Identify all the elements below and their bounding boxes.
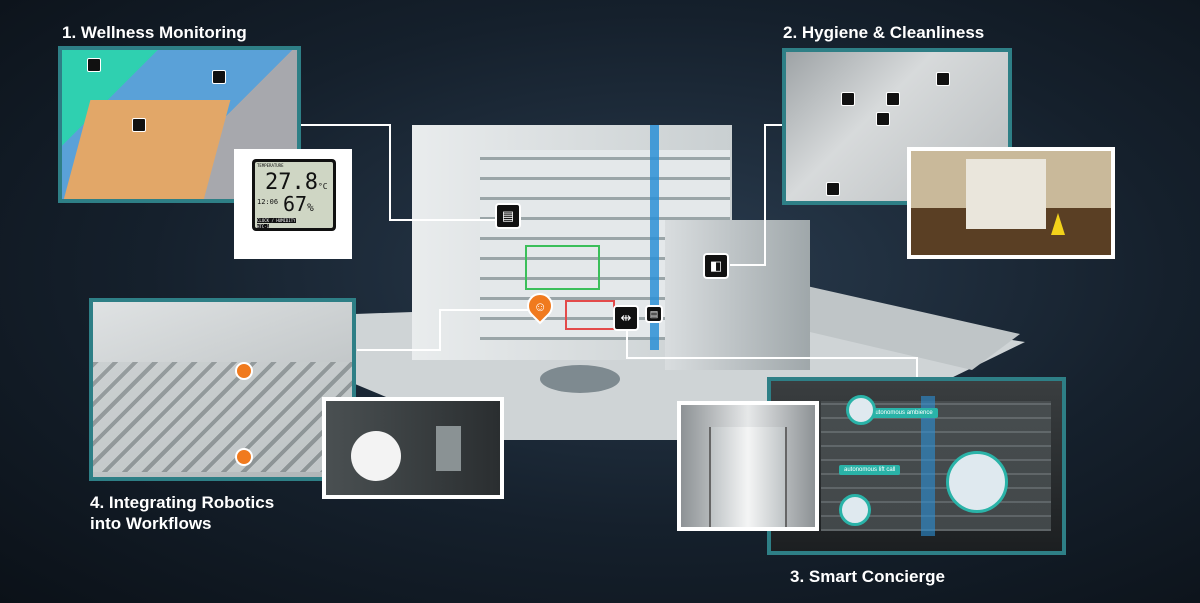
sensor-icon — [87, 58, 101, 72]
robot-pin-icon — [235, 448, 253, 466]
autonomous-lift-call-tag: autonomous lift call — [839, 465, 901, 475]
sensor-icon — [212, 70, 226, 84]
robotics-panel — [89, 298, 356, 481]
wellness-panel — [58, 46, 301, 203]
sensor-icon[interactable]: ▤ — [495, 203, 521, 229]
restroom-photo — [907, 147, 1115, 259]
restroom-icon[interactable]: ◧ — [703, 253, 729, 279]
section-title-wellness: 1. Wellness Monitoring — [62, 23, 247, 42]
section-title-robotics: 4. Integrating Robotics into Workflows — [90, 493, 275, 533]
sensor-icon[interactable]: ▤ — [645, 305, 663, 323]
elevator-icon[interactable]: ⇹ — [613, 305, 639, 331]
elevator-photo — [677, 401, 819, 531]
section-title-concierge: 3. Smart Concierge — [790, 567, 945, 586]
autonomous-ambience-tag: autonomous ambience — [867, 408, 938, 418]
robot-photo — [322, 397, 504, 499]
thermometer-photo: TEMPERATURE 27.8°C 12:06 67% CLOCK / HUM… — [234, 149, 352, 259]
robot-pin-icon — [235, 362, 253, 380]
sensor-icon — [132, 118, 146, 132]
section-title-hygiene: 2. Hygiene & Cleanliness — [783, 23, 985, 42]
